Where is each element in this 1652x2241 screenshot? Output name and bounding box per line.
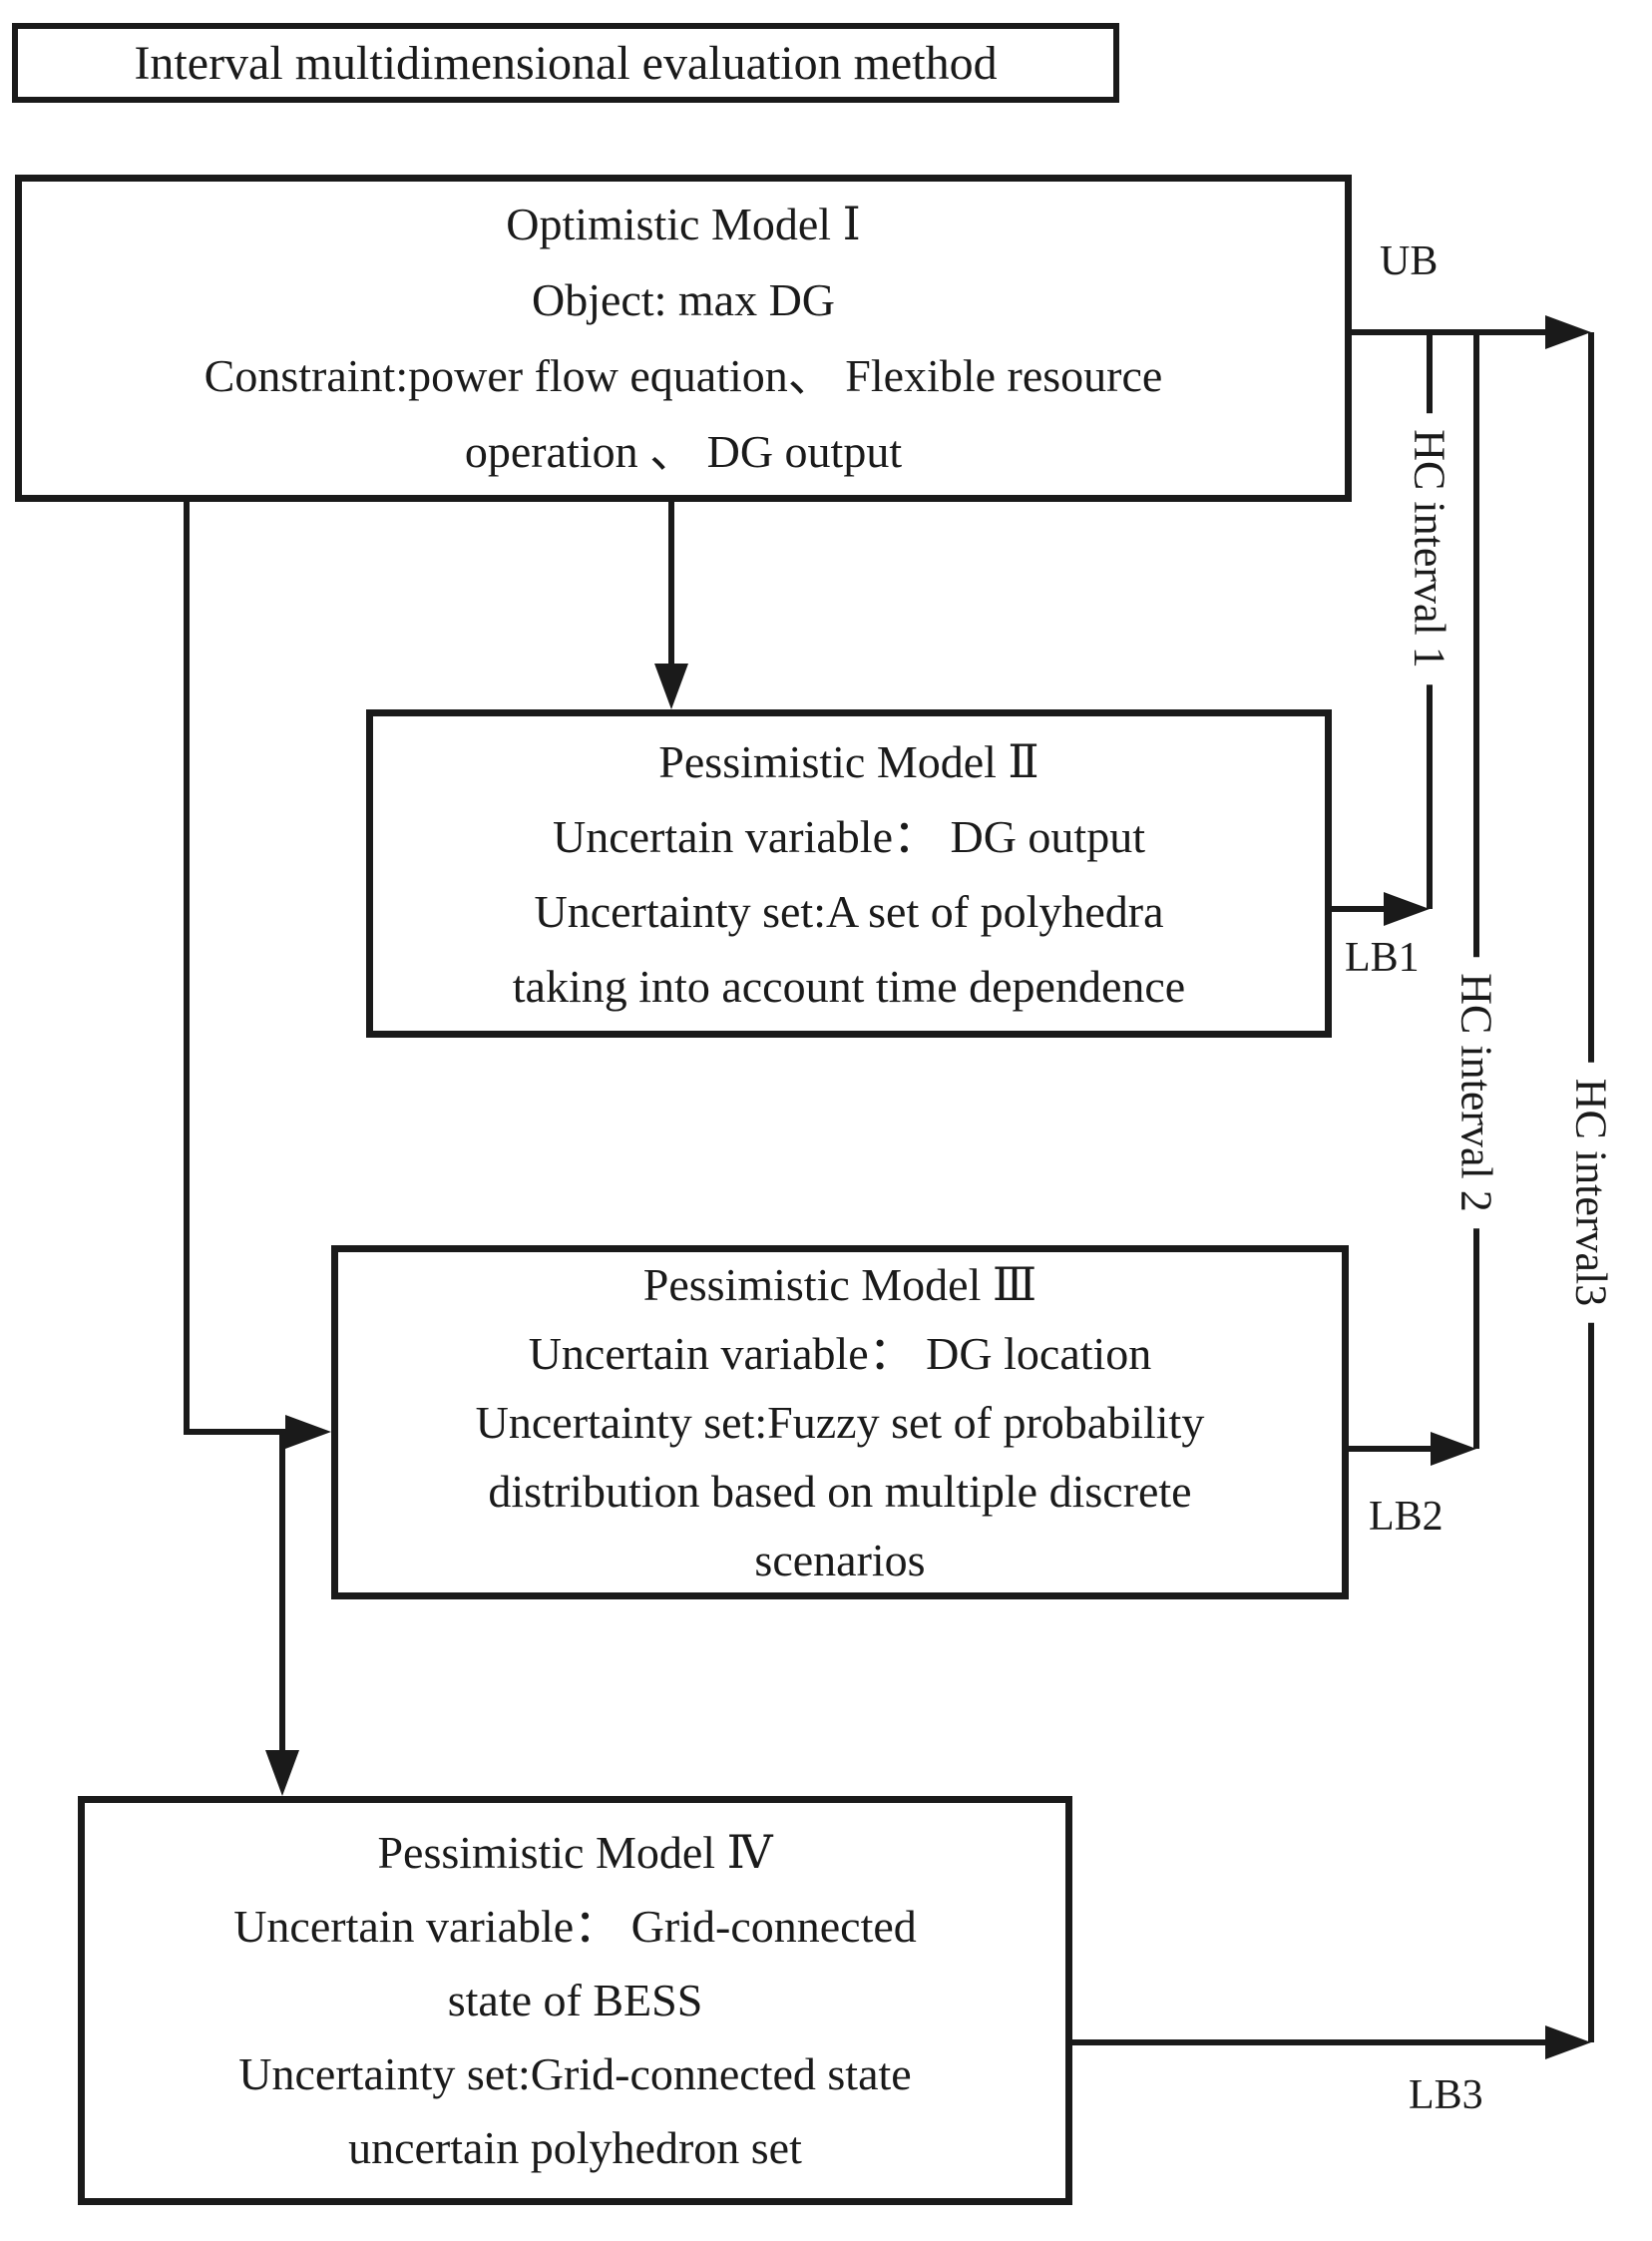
model1-constraint-line2: operation 、 DG output	[464, 426, 903, 477]
lb3-connector-line	[1072, 2039, 1548, 2045]
model4-uncertainty-set-line2: uncertain polyhedron set	[348, 2122, 802, 2173]
branch-to-model4-line	[279, 1429, 285, 1751]
to-model3-line	[184, 1429, 289, 1435]
model4-uncertainty-set-line1: Uncertainty set:Grid-connected state	[238, 2048, 912, 2099]
flow-box-pessimistic-model-3: Pessimistic Model Ⅲ Uncertain variable： …	[331, 1245, 1349, 1599]
model1-constraint-line1: Constraint:power flow equation、 Flexible…	[204, 350, 1163, 401]
model4-heading: Pessimistic Model Ⅳ	[377, 1827, 773, 1878]
hc-interval-1-label: HC interval 1	[1404, 413, 1455, 684]
lb3-label: LB3	[1409, 2071, 1483, 2119]
flow-box-pessimistic-model-2: Pessimistic Model Ⅱ Uncertain variable： …	[366, 709, 1332, 1038]
page-title: Interval multidimensional evaluation met…	[134, 36, 998, 90]
left-drop-line	[184, 502, 190, 1435]
model2-uncertainty-set-line1: Uncertainty set:A set of polyhedra	[534, 885, 1164, 937]
lb2-label: LB2	[1369, 1493, 1444, 1541]
hc-interval-3-label: HC interval3	[1565, 1062, 1617, 1323]
ub-arrowhead-icon	[1545, 315, 1591, 349]
lb1-arrowhead-icon	[1384, 892, 1430, 926]
model1-to-model2-line	[668, 502, 674, 664]
model2-uncertain-variable: Uncertain variable： DG output	[553, 810, 1145, 862]
hc-interval-2-label: HC interval 2	[1450, 957, 1502, 1228]
model3-uncertainty-set-line2: distribution based on multiple discrete	[488, 1466, 1192, 1517]
model2-uncertainty-set-line2: taking into account time dependence	[512, 960, 1186, 1012]
lb2-connector-line	[1349, 1446, 1435, 1452]
lb3-arrowhead-icon	[1545, 2025, 1591, 2059]
lb1-label: LB1	[1345, 934, 1420, 982]
model1-heading: Optimistic Model Ⅰ	[506, 199, 861, 249]
lb2-arrowhead-icon	[1431, 1432, 1476, 1466]
lb1-connector-line	[1332, 906, 1389, 912]
ub-label: UB	[1380, 237, 1439, 285]
model4-uncertain-variable-line1: Uncertain variable： Grid-connected	[233, 1901, 917, 1952]
ub-connector-line	[1352, 329, 1546, 335]
model3-uncertainty-set-line3: scenarios	[754, 1535, 926, 1585]
model2-heading: Pessimistic Model Ⅱ	[658, 735, 1039, 787]
title-box: Interval multidimensional evaluation met…	[12, 23, 1119, 103]
model3-uncertain-variable: Uncertain variable： DG location	[528, 1328, 1152, 1379]
to-model3-arrowhead-icon	[285, 1415, 331, 1449]
model3-uncertainty-set-line1: Uncertainty set:Fuzzy set of probability	[475, 1397, 1205, 1448]
model1-objective: Object: max DG	[531, 274, 836, 325]
hc-interval-2-line	[1473, 332, 1479, 1449]
to-model4-arrowhead-icon	[265, 1750, 299, 1796]
model1-to-model2-arrowhead-icon	[654, 664, 688, 709]
flow-box-pessimistic-model-4: Pessimistic Model Ⅳ Uncertain variable： …	[78, 1796, 1072, 2205]
flow-box-optimistic-model-1: Optimistic Model Ⅰ Object: max DG Constr…	[15, 175, 1352, 502]
model3-heading: Pessimistic Model Ⅲ	[642, 1259, 1037, 1310]
model4-uncertain-variable-line2: state of BESS	[447, 1975, 703, 2025]
